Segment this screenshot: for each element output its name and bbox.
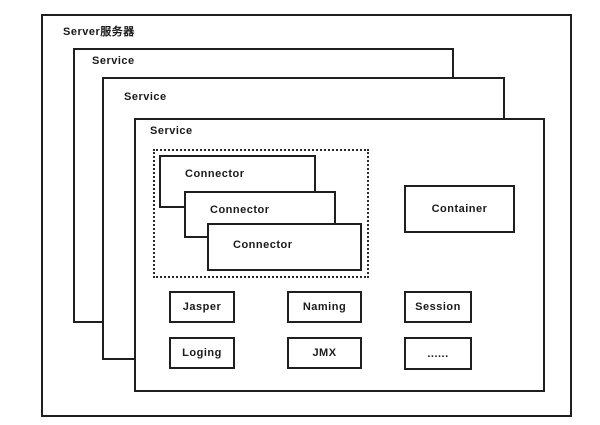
connector-label-1: Connector [185,168,245,180]
ellipsis-label: ...... [427,347,449,360]
component-box-jasper: Jasper [169,291,235,323]
component-box-loging: Loging [169,337,235,369]
naming-label: Naming [302,301,347,313]
service-label-2: Service [124,91,167,103]
service-label-3: Service [150,125,193,137]
container-box: Container [404,185,515,233]
connector-label-2: Connector [210,204,270,216]
component-box-naming: Naming [287,291,362,323]
connector-label-3: Connector [233,239,293,251]
loging-label: Loging [182,347,222,359]
container-label: Container [431,203,488,215]
jasper-label: Jasper [182,301,222,313]
server-label: Server服务器 [63,26,135,38]
component-box-session: Session [404,291,472,323]
session-label: Session [415,301,461,313]
connector-box-3: Connector [207,223,362,271]
connector-group-dotted-border [153,149,369,278]
service-label-1: Service [92,55,135,67]
component-box-jmx: JMX [287,337,362,369]
component-box-ellipsis: ...... [404,337,472,370]
jmx-label: JMX [312,347,337,359]
